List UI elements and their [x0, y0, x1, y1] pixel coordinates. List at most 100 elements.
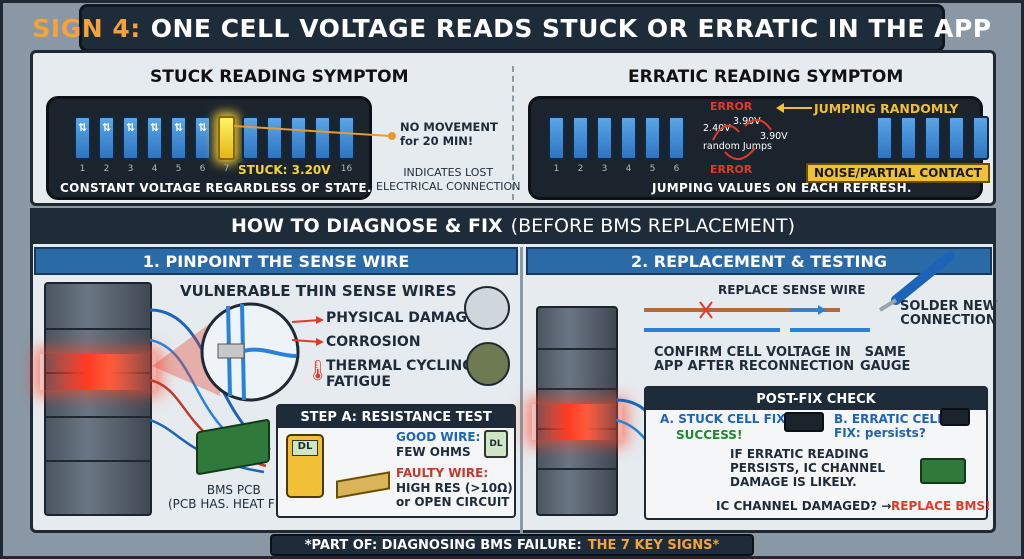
stuck-pointer-line [233, 125, 396, 140]
diagnose-title-bold: HOW TO DIAGNOSE & FIX [230, 215, 503, 237]
no-movement-note: NO MOVEMENT for 20 MIN! [400, 120, 498, 148]
diagnose-title-rest: (BEFORE BMS REPLACEMENT) [510, 215, 796, 237]
cell-bar: ⇅ [98, 116, 115, 160]
erratic-caption: JUMPING VALUES ON EACH REFRESH. [652, 181, 912, 195]
battery-stack-right [532, 306, 622, 516]
cell-number: 6 [673, 164, 680, 174]
lost-connection-note: INDICATES LOST ELECTRICAL CONNECTION [376, 166, 521, 193]
cell-bar [876, 116, 893, 160]
corrosion-label: CORROSION [326, 334, 421, 350]
faulty-wire-label: FAULTY WIRE: [396, 466, 489, 480]
section1-heading: 1. PINPOINT THE SENSE WIRE [34, 247, 518, 275]
replace-bms-label: REPLACE BMS! [891, 499, 991, 513]
cause-arrows [291, 316, 324, 346]
erratic-value-2: 3.90V [733, 116, 761, 127]
faulty-wire-value: HIGH RES (>10Ω) or OPEN CIRCUIT [396, 481, 513, 509]
multimeter-display: DL [292, 440, 318, 456]
cell-number: 5 [175, 164, 182, 174]
cell-bar: ⇅ [146, 116, 163, 160]
error-top-label: ERROR [710, 100, 753, 113]
wire-replacement-diagram [644, 301, 870, 332]
cell-bar [924, 116, 941, 160]
stuck-fix-result: SUCCESS! [676, 428, 743, 442]
corroded-wire-icon [466, 342, 510, 386]
footer-text: *PART OF: DIAGNOSING BMS FAILURE: [304, 537, 582, 553]
cell-number: 3 [127, 164, 134, 174]
same-gauge-label: SAME GAUGE [860, 345, 911, 374]
cell-bar [572, 116, 589, 160]
cell-number: 1 [79, 164, 86, 174]
erratic-jump-arrows [712, 119, 772, 160]
stuck-caption: CONSTANT VOLTAGE REGARDLESS OF STATE. [60, 181, 372, 195]
fixed-cells-icon [784, 412, 824, 432]
erratic-cells-icon [940, 408, 970, 426]
cell-bar [644, 116, 661, 160]
ic-damage-text: IF ERRATIC READING PERSISTS, IC CHANNEL … [730, 447, 886, 489]
thermometer-icon: 🌡 [305, 358, 331, 382]
battery-stack-left [40, 282, 156, 516]
cell-bar: ⇅ [122, 116, 139, 160]
jumping-randomly-label: JUMPING RANDOMLY [808, 100, 965, 117]
section-divider [520, 247, 523, 533]
thermal-fatigue-label: THERMAL CYCLING FATIGUE [326, 358, 474, 390]
step-a-heading: STEP A: RESISTANCE TEST [278, 406, 514, 428]
title-text: ONE CELL VOLTAGE READS STUCK OR ERRATIC … [150, 13, 992, 43]
confirm-voltage-label: CONFIRM CELL VOLTAGE IN APP AFTER RECONN… [654, 345, 855, 374]
cell-number: 7 [223, 164, 230, 174]
cell-bar [900, 116, 917, 160]
cell-bar [668, 116, 685, 160]
symptom-divider [512, 66, 514, 200]
soldering-iron-icon [878, 252, 955, 312]
cell-number: 4 [151, 164, 158, 174]
cell-bar [548, 116, 565, 160]
cell-bar [338, 116, 355, 160]
erratic-heading: ERRATIC READING SYMPTOM [628, 67, 904, 87]
good-wire-label: GOOD WIRE: [396, 430, 481, 444]
footer-highlight: THE 7 KEY SIGNS* [587, 537, 720, 553]
cell-number: 2 [577, 164, 584, 174]
cell-number: 6 [199, 164, 206, 174]
cell-bar [266, 116, 283, 160]
broken-wire-icon [464, 286, 510, 330]
title-highlight: SIGN 4: [32, 13, 141, 43]
post-fix-box: POST-FIX CHECK [644, 386, 988, 520]
erratic-fix-label: B. ERRATIC CELL FIX: persists? [834, 412, 945, 440]
cell-bar [290, 116, 307, 160]
title-banner: SIGN 4: ONE CELL VOLTAGE READS STUCK OR … [32, 4, 991, 52]
vulnerable-wires-label: VULNERABLE THIN SENSE WIRES [180, 282, 457, 300]
post-fix-heading: POST-FIX CHECK [646, 388, 986, 410]
cell-number: 4 [625, 164, 632, 174]
cell-number: 5 [649, 164, 656, 174]
jumping-arrow [776, 103, 812, 113]
cell-bar: ⇅ [74, 116, 91, 160]
footer-banner: *PART OF: DIAGNOSING BMS FAILURE: THE 7 … [270, 534, 754, 556]
random-jumps-label: random Jumps [703, 141, 772, 152]
cell-bar [314, 116, 331, 160]
ohm-meter-icon: DL [484, 430, 508, 458]
good-wire-value: FEW OHMS [396, 445, 471, 459]
diagnose-title: HOW TO DIAGNOSE & FIX (BEFORE BMS REPLAC… [30, 208, 996, 244]
cell-bar: ⇅ [194, 116, 211, 160]
cell-number: 16 [340, 164, 353, 174]
erratic-value-3: 3.90V [760, 131, 788, 142]
section2-heading: 2. REPLACEMENT & TESTING [526, 247, 992, 275]
erratic-value-1: 2.40V [703, 123, 731, 134]
cell-number: 1 [553, 164, 560, 174]
cell-number: 2 [103, 164, 110, 174]
stuck-cell [218, 116, 235, 160]
noise-contact-label: NOISE/PARTIAL CONTACT [806, 163, 990, 183]
stuck-value-label: STUCK: 3.20V [238, 163, 331, 177]
cell-bar [596, 116, 613, 160]
cell-bar [972, 116, 989, 160]
magnifier-zoom [152, 302, 300, 402]
physical-damage-label: PHYSICAL DAMAGE [326, 310, 477, 326]
cell-bar: ⇅ [170, 116, 187, 160]
bms-chip-icon [920, 458, 966, 484]
stuck-fix-label: A. STUCK CELL FIX: [660, 412, 791, 426]
error-bottom-label: ERROR [710, 163, 753, 176]
stuck-heading: STUCK READING SYMPTOM [150, 67, 409, 87]
replace-wire-label: REPLACE SENSE WIRE [718, 283, 866, 297]
ic-damaged-question: IC CHANNEL DAMAGED? → [716, 499, 892, 513]
solder-label: SOLDER NEW CONNECTION [900, 299, 998, 328]
cell-bar [948, 116, 965, 160]
